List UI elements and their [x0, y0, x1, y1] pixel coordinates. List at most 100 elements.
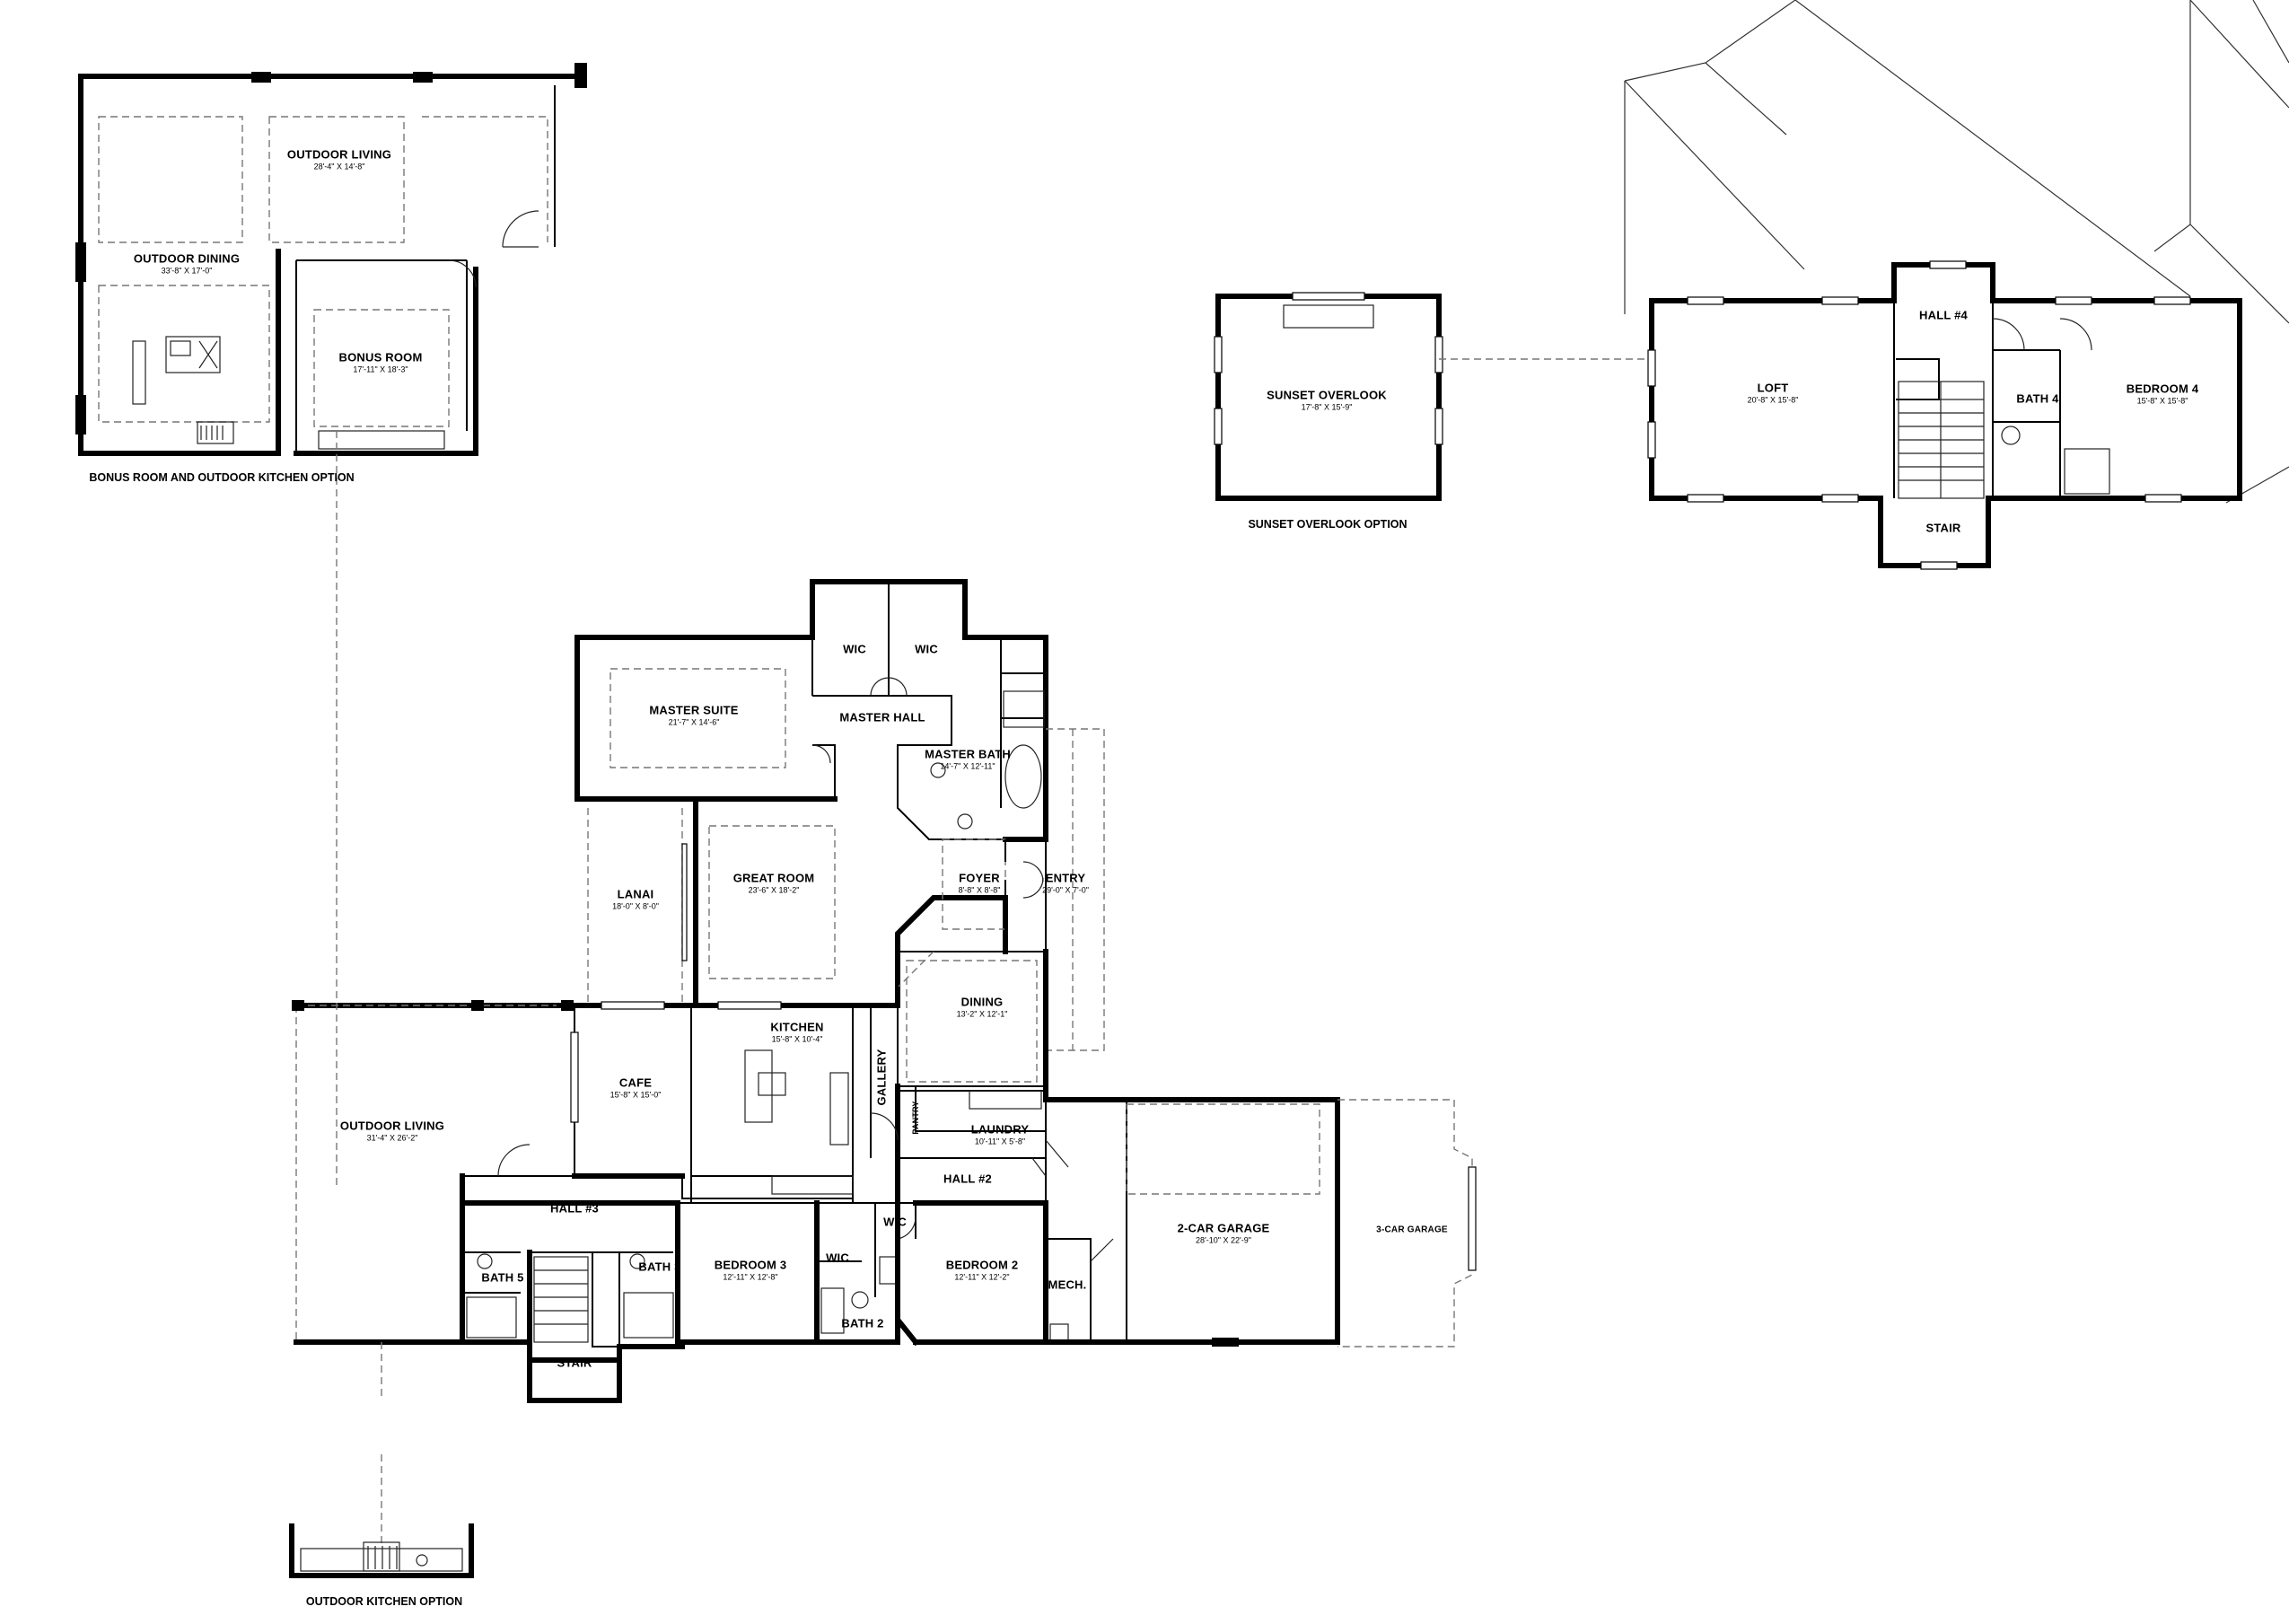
room-label-bath-5: BATH 5 — [481, 1270, 524, 1286]
room-dimensions: 15'-8" X 15'-0" — [610, 1090, 662, 1100]
room-name: BATH 3 — [638, 1260, 681, 1274]
room-name: LANAI — [617, 887, 654, 901]
room-dimensions: 33'-8" X 17'-0" — [161, 266, 213, 276]
room-name: PANTRY — [910, 1101, 920, 1135]
room-label-wic-4: WIC — [883, 1216, 907, 1230]
room-name: STAIR — [557, 1356, 592, 1370]
room-name: BONUS ROOM — [338, 350, 423, 364]
room-dimensions: 17'-11" X 18'-3" — [353, 364, 408, 374]
room-label-bonus-room: BONUS ROOM 17'-11" X 18'-3" — [338, 350, 423, 374]
outdoor-kitchen-option-plan — [289, 1523, 474, 1578]
room-label-bath-3: BATH 3 — [638, 1260, 681, 1275]
room-name: WIC — [843, 642, 866, 656]
room-name: FOYER — [959, 871, 1000, 885]
room-name: HALL #4 — [1919, 308, 1968, 322]
room-name: 3-CAR GARAGE — [1376, 1225, 1448, 1235]
room-name: STAIR — [1925, 521, 1961, 535]
room-label-hall-2: HALL #2 — [943, 1172, 992, 1187]
room-name: HALL #2 — [943, 1172, 992, 1186]
room-label-outdoor-dining: OUTDOOR DINING 33'-8" X 17'-0" — [133, 251, 241, 276]
room-name: KITCHEN — [770, 1020, 824, 1034]
main-floor-plan — [292, 431, 1477, 1544]
room-label-bath-2: BATH 2 — [841, 1316, 884, 1331]
room-name: OUTDOOR LIVING — [286, 147, 392, 162]
room-name: OUTDOOR LIVING — [339, 1119, 445, 1133]
room-dimensions: 28'-10" X 22'-9" — [1196, 1235, 1251, 1245]
room-name: LOFT — [1757, 381, 1789, 395]
room-label-upper-stair: STAIR — [1925, 522, 1960, 536]
room-label-wic-1: WIC — [843, 642, 866, 657]
room-label-main-stair: STAIR — [557, 1356, 592, 1371]
room-label-outdoor-living-option: OUTDOOR LIVING 28'-4" X 14'-8" — [286, 147, 392, 171]
room-dimensions: 29'-0" X 7'-0" — [1042, 885, 1089, 895]
caption-bonus-room-option: BONUS ROOM AND OUTDOOR KITCHEN OPTION — [89, 471, 355, 484]
room-name: MASTER BATH — [925, 747, 1011, 761]
room-name: ENTRY — [1045, 871, 1086, 885]
room-dimensions: 21'-7" X 14'-6" — [668, 717, 720, 727]
room-name: BATH 4 — [2016, 391, 2059, 406]
room-label-bedroom-2: BEDROOM 2 12'-11" X 12'-2" — [945, 1258, 1019, 1282]
room-name: LAUNDRY — [970, 1122, 1030, 1137]
upper-floor-plan — [1624, 0, 2289, 570]
room-label-cafe: CAFE 15'-8" X 15'-0" — [610, 1075, 662, 1100]
room-name: BEDROOM 2 — [945, 1258, 1019, 1272]
room-label-bedroom-3: BEDROOM 3 12'-11" X 12'-8" — [714, 1258, 787, 1282]
room-label-wic-3: WIC — [826, 1251, 849, 1266]
caption-sunset-overlook-option: SUNSET OVERLOOK OPTION — [1248, 518, 1408, 531]
room-label-outdoor-living: OUTDOOR LIVING 31'-4" X 26'-2" — [340, 1119, 444, 1142]
room-label-loft: LOFT 20'-8" X 15'-8" — [1747, 381, 1799, 405]
room-dimensions: 31'-4" X 26'-2" — [366, 1133, 418, 1143]
room-dimensions: 28'-4" X 14'-8" — [313, 162, 365, 171]
room-dimensions: 13'-2" X 12'-1" — [956, 1009, 1008, 1019]
room-label-foyer: FOYER 8'-8" X 8'-8" — [958, 871, 1001, 895]
room-name: MECH. — [1048, 1277, 1087, 1292]
room-dimensions: 14'-7" X 12'-11" — [940, 761, 995, 771]
room-name: SUNSET OVERLOOK — [1267, 388, 1387, 402]
room-label-dining: DINING 13'-2" X 12'-1" — [956, 995, 1008, 1019]
room-name: BEDROOM 3 — [714, 1258, 787, 1272]
room-name: BATH 2 — [841, 1316, 884, 1330]
room-name: MASTER SUITE — [649, 703, 739, 717]
room-dimensions: 10'-11" X 5'-8" — [974, 1137, 1026, 1146]
sunset-overlook-option-plan — [1214, 292, 1652, 501]
room-name: GALLERY — [874, 1049, 889, 1106]
room-label-mech: MECH. — [1048, 1277, 1087, 1293]
bonus-room-option-plan — [75, 63, 587, 456]
room-label-bath-4: BATH 4 — [2016, 391, 2059, 407]
room-label-sunset-overlook: SUNSET OVERLOOK 17'-8" X 15'-9" — [1267, 388, 1387, 412]
room-name: WIC — [883, 1215, 907, 1229]
room-label-master-suite: MASTER SUITE 21'-7" X 14'-6" — [649, 703, 739, 727]
room-label-great-room: GREAT ROOM 23'-6" X 18'-2" — [732, 871, 815, 895]
room-dimensions: 15'-8" X 15'-8" — [2136, 396, 2188, 406]
room-name: WIC — [826, 1251, 849, 1265]
room-label-hall-4: HALL #4 — [1919, 308, 1968, 323]
room-label-3-car-garage: 3-CAR GARAGE — [1376, 1225, 1448, 1235]
room-dimensions: 12'-11" X 12'-8" — [723, 1272, 778, 1282]
room-label-2-car-garage: 2-CAR GARAGE 28'-10" X 22'-9" — [1177, 1221, 1270, 1245]
room-label-gallery: GALLERY — [874, 1049, 890, 1106]
caption-outdoor-kitchen-option: OUTDOOR KITCHEN OPTION — [305, 1595, 463, 1608]
room-dimensions: 15'-8" X 10'-4" — [771, 1034, 823, 1044]
room-name: WIC — [915, 642, 938, 656]
room-name: GREAT ROOM — [732, 871, 815, 885]
room-name: 2-CAR GARAGE — [1177, 1221, 1270, 1235]
room-name: BEDROOM 4 — [2126, 382, 2199, 396]
room-label-bedroom-4: BEDROOM 4 15'-8" X 15'-8" — [2127, 382, 2199, 405]
room-name: MASTER HALL — [839, 710, 925, 724]
room-dimensions: 17'-8" X 15'-9" — [1301, 402, 1353, 412]
room-label-master-hall: MASTER HALL — [839, 710, 925, 725]
room-dimensions: 12'-11" X 12'-2" — [954, 1272, 1010, 1282]
room-label-master-bath: MASTER BATH 14'-7" X 12'-11" — [925, 747, 1011, 771]
room-dimensions: 23'-6" X 18'-2" — [748, 885, 800, 895]
room-dimensions: 18'-0" X 8'-0" — [612, 901, 659, 911]
room-label-wic-2: WIC — [915, 642, 938, 657]
room-name: CAFE — [618, 1075, 653, 1090]
room-name: OUTDOOR DINING — [133, 251, 241, 266]
room-name: HALL #3 — [550, 1201, 599, 1216]
room-dimensions: 8'-8" X 8'-8" — [958, 885, 1001, 895]
room-name: BATH 5 — [481, 1270, 524, 1285]
room-label-hall-3: HALL #3 — [550, 1201, 599, 1216]
room-dimensions: 20'-8" X 15'-8" — [1747, 395, 1799, 405]
room-label-lanai: LANAI 18'-0" X 8'-0" — [612, 887, 659, 911]
